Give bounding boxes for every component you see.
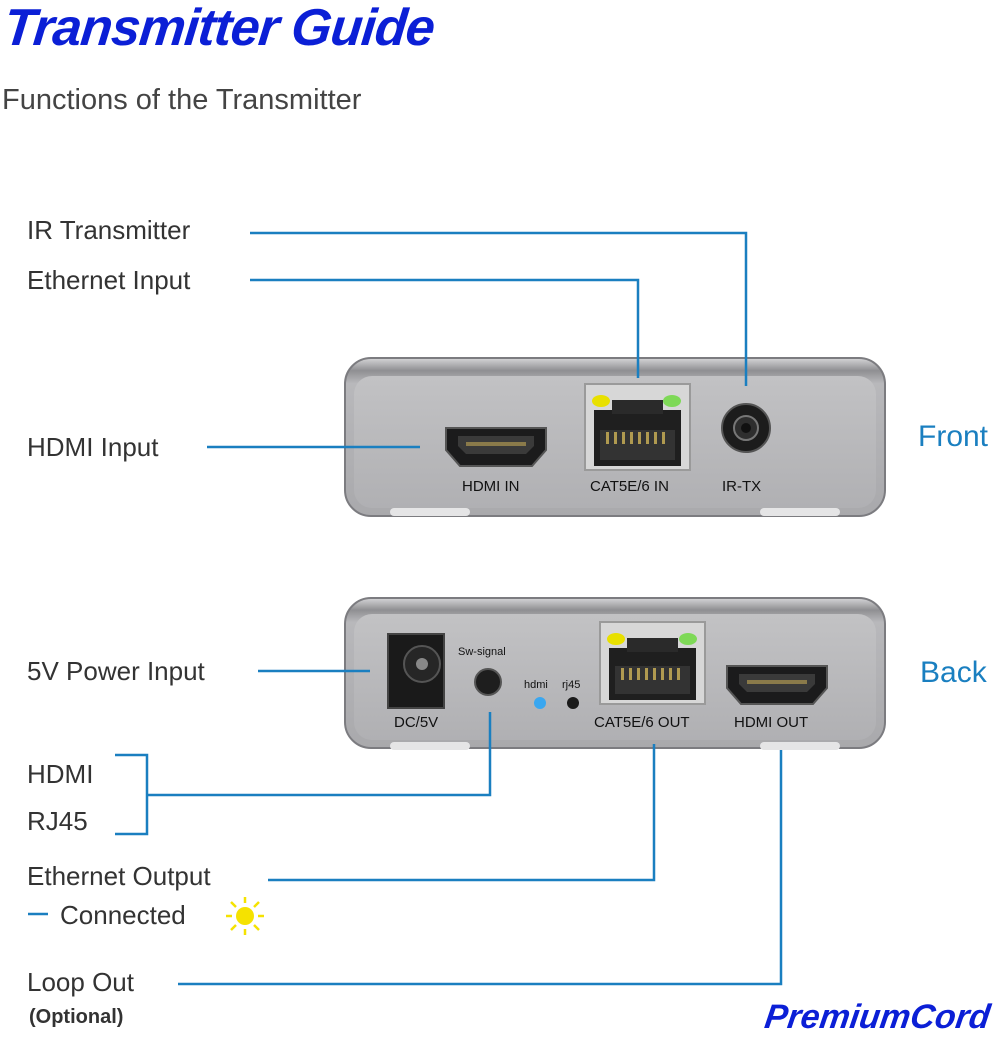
ir-transmitter-line xyxy=(250,231,748,386)
callout-optional: (Optional) xyxy=(29,1006,124,1028)
hdmi-in-label: HDMI IN xyxy=(462,478,520,495)
callout-ethernet-input: Ethernet Input xyxy=(27,265,191,295)
cat-out-port xyxy=(599,621,706,705)
hdmi-in-port xyxy=(445,427,547,467)
brand-logo: PremiumCord xyxy=(762,998,993,1036)
sun-icon xyxy=(226,897,264,935)
rj45-led xyxy=(567,697,579,709)
ir-tx-jack xyxy=(721,403,771,453)
cat-in-port xyxy=(584,383,691,471)
rj45-led-label: rj45 xyxy=(562,679,581,691)
callout-connected: Connected xyxy=(60,900,186,930)
cat-in-label: CAT5E/6 IN xyxy=(590,478,669,495)
page-title: Transmitter Guide xyxy=(0,0,437,57)
sw-signal-line xyxy=(147,712,492,797)
callout-ir-transmitter: IR Transmitter xyxy=(27,215,191,245)
dc-label: DC/5V xyxy=(394,714,439,731)
callout-rj45: RJ45 xyxy=(27,806,88,836)
hdmi-led xyxy=(534,697,546,709)
sw-signal-button xyxy=(474,668,502,696)
callout-hdmi-input: HDMI Input xyxy=(27,432,159,462)
back-label: Back xyxy=(920,656,987,689)
callout-ethernet-output: Ethernet Output xyxy=(27,861,211,891)
page-subtitle: Functions of the Transmitter xyxy=(2,84,362,116)
front-device xyxy=(344,357,886,517)
hdmi-rj45-bracket xyxy=(115,753,149,836)
cat-out-label: CAT5E/6 OUT xyxy=(594,714,690,731)
hdmi-led-label: hdmi xyxy=(524,679,548,691)
callout-power-input: 5V Power Input xyxy=(27,656,205,686)
hdmi-out-port xyxy=(726,665,828,705)
dc-jack xyxy=(387,633,445,709)
ethernet-output-line xyxy=(268,744,656,882)
callout-hdmi: HDMI xyxy=(27,759,94,789)
callout-lines xyxy=(28,231,783,986)
ethernet-input-line xyxy=(250,278,640,378)
callout-loop-out: Loop Out xyxy=(27,967,134,997)
front-label: Front xyxy=(918,420,989,453)
loop-out-line xyxy=(178,750,783,986)
back-device xyxy=(344,597,886,750)
sw-signal-label: Sw-signal xyxy=(458,646,506,658)
ir-tx-label: IR-TX xyxy=(722,478,762,495)
hdmi-out-label: HDMI OUT xyxy=(734,714,809,731)
